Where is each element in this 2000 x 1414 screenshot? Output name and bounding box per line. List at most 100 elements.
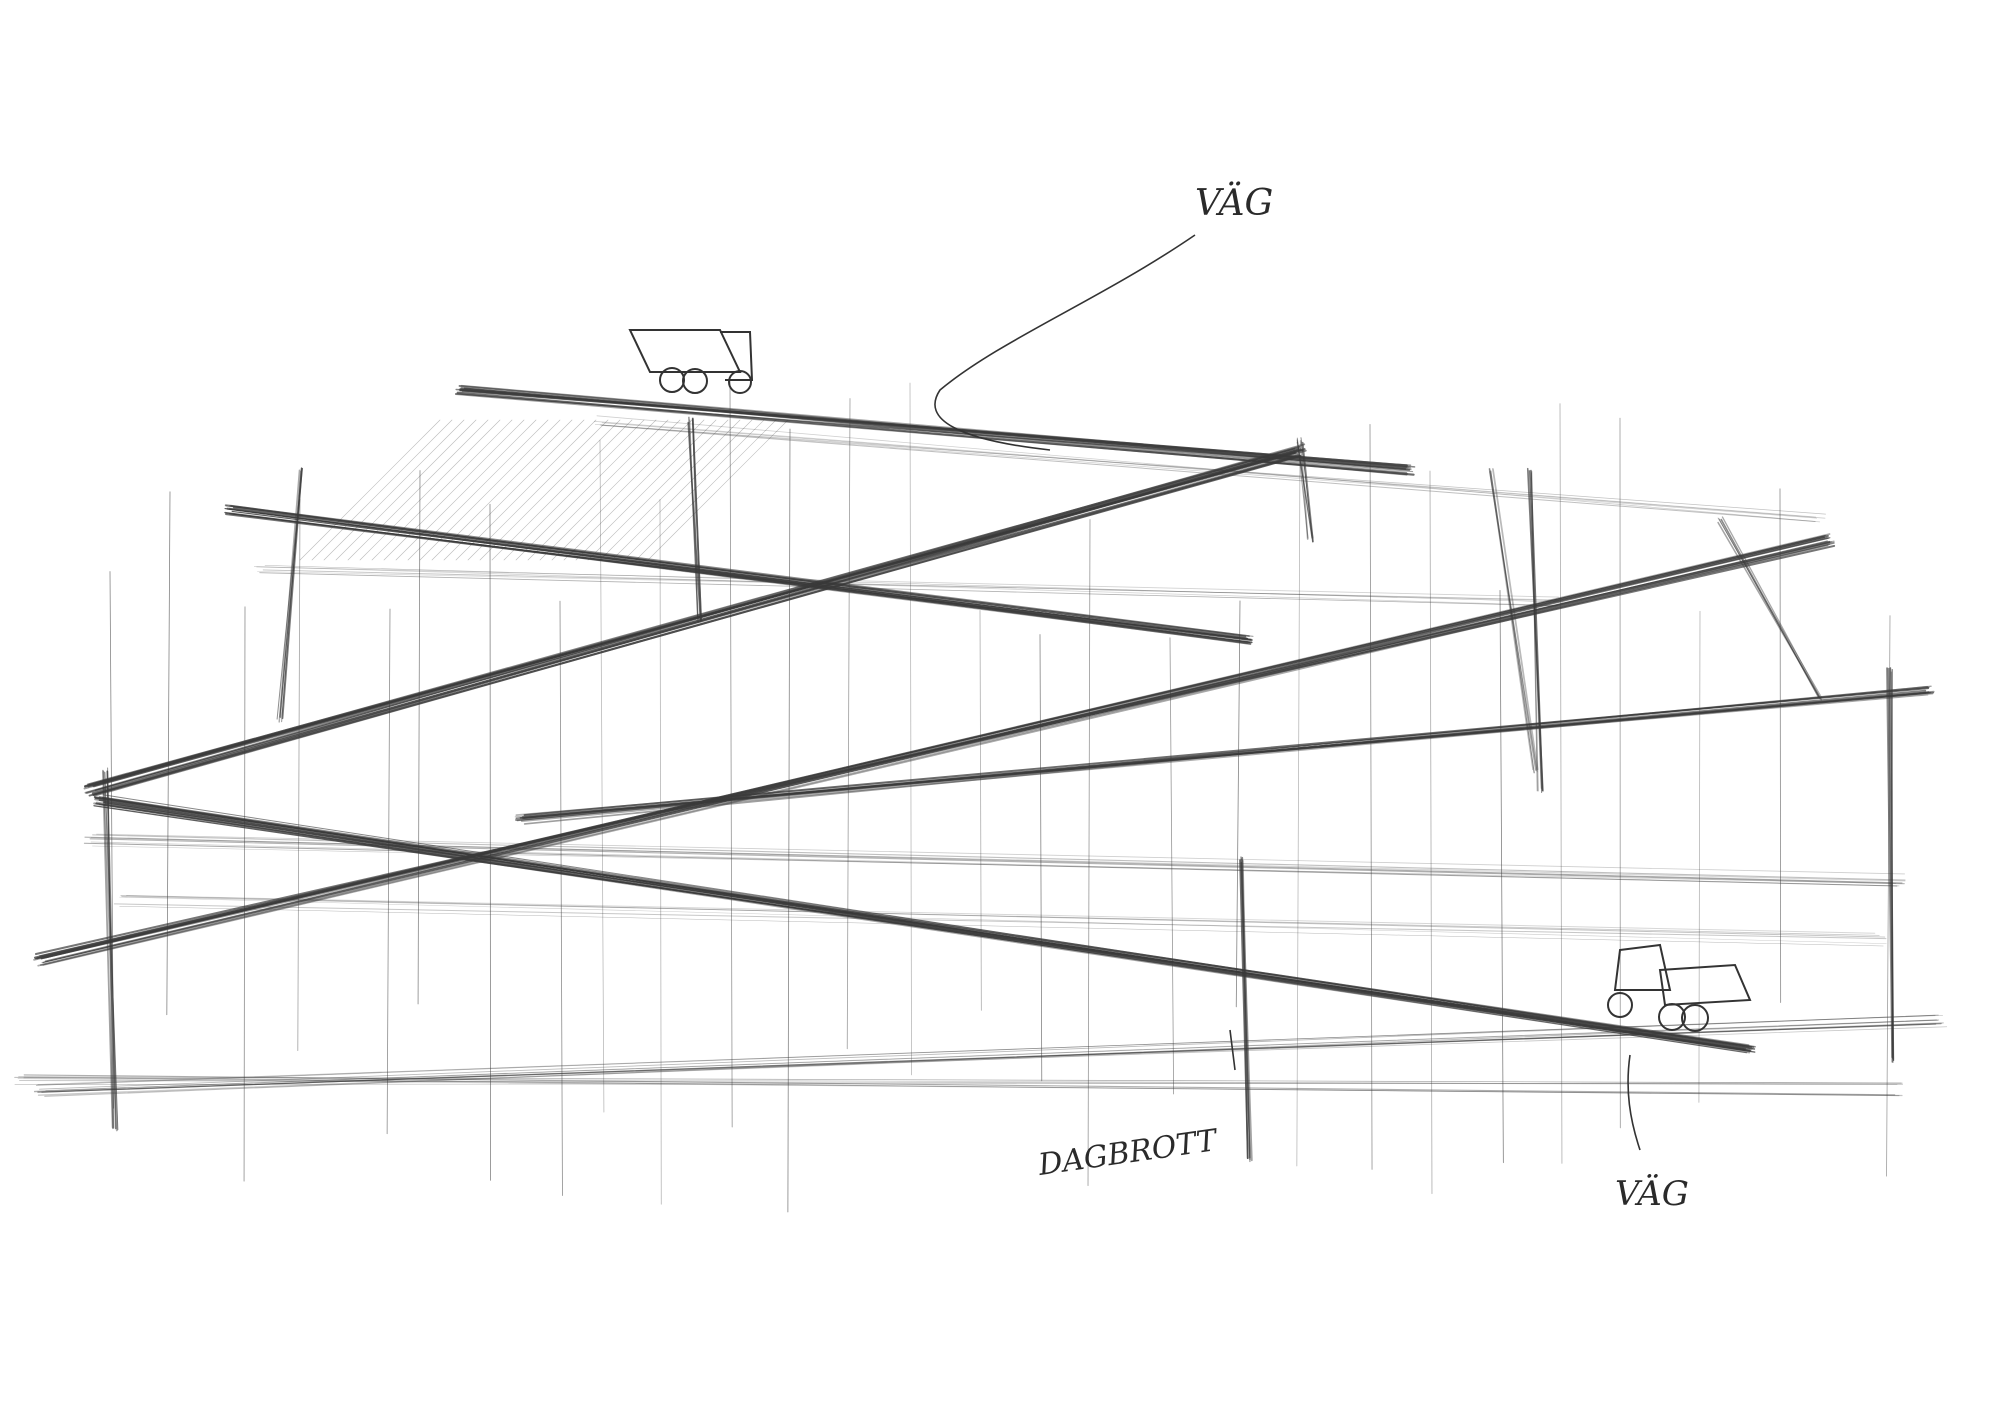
post-stroke — [1886, 667, 1894, 1059]
hatch-stroke — [166, 491, 171, 1016]
post-stroke — [279, 467, 303, 718]
hatch-stroke — [1039, 634, 1043, 1082]
ramp-stroke — [463, 387, 1411, 471]
sketch-strokes — [14, 380, 1948, 1213]
shade-stroke — [455, 419, 597, 561]
post-stroke — [1299, 440, 1309, 540]
hatch-stroke — [909, 382, 912, 1076]
support-stroke — [1489, 468, 1534, 771]
ramp-stroke — [89, 838, 1905, 885]
ramp-stroke — [14, 1076, 1900, 1097]
post-stroke — [1241, 859, 1251, 1163]
ramp-stroke — [126, 894, 1876, 934]
post-stroke — [279, 470, 302, 718]
hatch-stroke — [846, 398, 851, 1050]
hatch-stroke — [1087, 519, 1091, 1187]
post-stroke — [689, 419, 698, 619]
ramp-stroke — [17, 1078, 1903, 1096]
ramp-stroke — [264, 565, 1563, 603]
support-stroke — [1489, 471, 1538, 773]
shade-stroke — [503, 419, 645, 561]
shade-stroke — [635, 419, 777, 561]
ramp-stroke — [23, 1077, 1898, 1086]
ramp-stroke — [257, 571, 1561, 601]
hatch-stroke — [1429, 470, 1433, 1195]
ramp-stroke — [519, 691, 1935, 819]
ramp-stroke — [33, 1026, 1948, 1093]
post-stroke — [1239, 859, 1249, 1159]
post-stroke — [1296, 439, 1313, 539]
hatch-stroke — [243, 606, 246, 1182]
post-stroke — [1888, 667, 1895, 1061]
support-stroke — [1488, 468, 1537, 771]
ramp-stroke — [230, 505, 1250, 637]
shade-stroke — [395, 419, 537, 561]
hatch-stroke — [559, 600, 563, 1196]
ramp-stroke — [121, 896, 1880, 936]
hatch-stroke — [1698, 610, 1701, 1103]
shade-stroke — [527, 419, 669, 561]
shade-stroke — [359, 419, 501, 561]
ramp-stroke — [40, 544, 1829, 960]
ramp-stroke — [93, 805, 1753, 1048]
label-dagbrott: DAGBROTT — [1035, 1123, 1221, 1183]
ramp-stroke — [18, 1076, 1902, 1084]
support-stroke — [1490, 470, 1535, 774]
ramp-stroke — [113, 903, 1887, 940]
label-leaders — [934, 234, 1641, 1151]
ramp-stroke — [23, 1074, 1896, 1096]
post-stroke — [276, 468, 303, 720]
ramp-stroke — [601, 422, 1826, 519]
truck-bottom-drawing — [1607, 943, 1752, 1032]
ramp-stroke — [95, 802, 1752, 1052]
ramp-stroke — [92, 845, 1896, 884]
ramp-stroke — [596, 415, 1821, 523]
shade-stroke — [551, 419, 693, 561]
hatch-stroke — [729, 380, 733, 1128]
post-stroke — [1300, 437, 1314, 543]
ramp-stroke — [92, 834, 1906, 881]
hatch-stroke — [489, 503, 491, 1181]
ramp-stroke — [39, 1014, 1939, 1090]
hatch-stroke — [297, 498, 301, 1051]
shade-stroke — [575, 419, 717, 561]
shade-stroke — [467, 419, 609, 561]
shade-stroke — [335, 419, 477, 561]
ramp-stroke — [119, 905, 1884, 947]
hatch-stroke — [386, 608, 391, 1135]
hatch-stroke — [1296, 443, 1301, 1167]
truck-top-drawing — [628, 329, 754, 394]
shade-stroke — [491, 419, 633, 561]
post-stroke — [687, 421, 702, 623]
ramp-stroke — [37, 1015, 1943, 1085]
shade-stroke — [299, 419, 441, 561]
shade-stroke — [347, 419, 489, 561]
shade-stroke — [383, 419, 525, 561]
ramp-stroke — [459, 387, 1408, 474]
hatch-stroke — [599, 439, 605, 1113]
ramp-stroke — [599, 424, 1826, 515]
hatch-stroke — [1235, 600, 1241, 1008]
post-stroke — [1530, 472, 1539, 792]
ramp-stroke — [95, 801, 1753, 1050]
ramp-stroke — [225, 505, 1248, 639]
shade-stroke — [611, 419, 753, 561]
ramp-stroke — [601, 424, 1816, 523]
post-stroke — [1530, 469, 1544, 791]
shade-stroke — [587, 419, 729, 561]
support-stroke — [1492, 468, 1539, 771]
hatch-stroke — [1499, 589, 1504, 1164]
ramp-stroke — [259, 572, 1558, 607]
hatch-stroke — [1369, 424, 1373, 1170]
ramp-stroke — [120, 895, 1886, 938]
hatch-stroke — [1559, 403, 1563, 1164]
shade-stroke — [539, 419, 681, 561]
ramp-stroke — [37, 1022, 1942, 1093]
ramp-stroke — [256, 566, 1559, 598]
post-stroke — [691, 418, 703, 622]
shade-stroke — [311, 419, 453, 561]
shade-stroke — [407, 419, 549, 561]
shade-stroke — [563, 419, 705, 561]
ramp-stroke — [23, 1076, 1903, 1097]
